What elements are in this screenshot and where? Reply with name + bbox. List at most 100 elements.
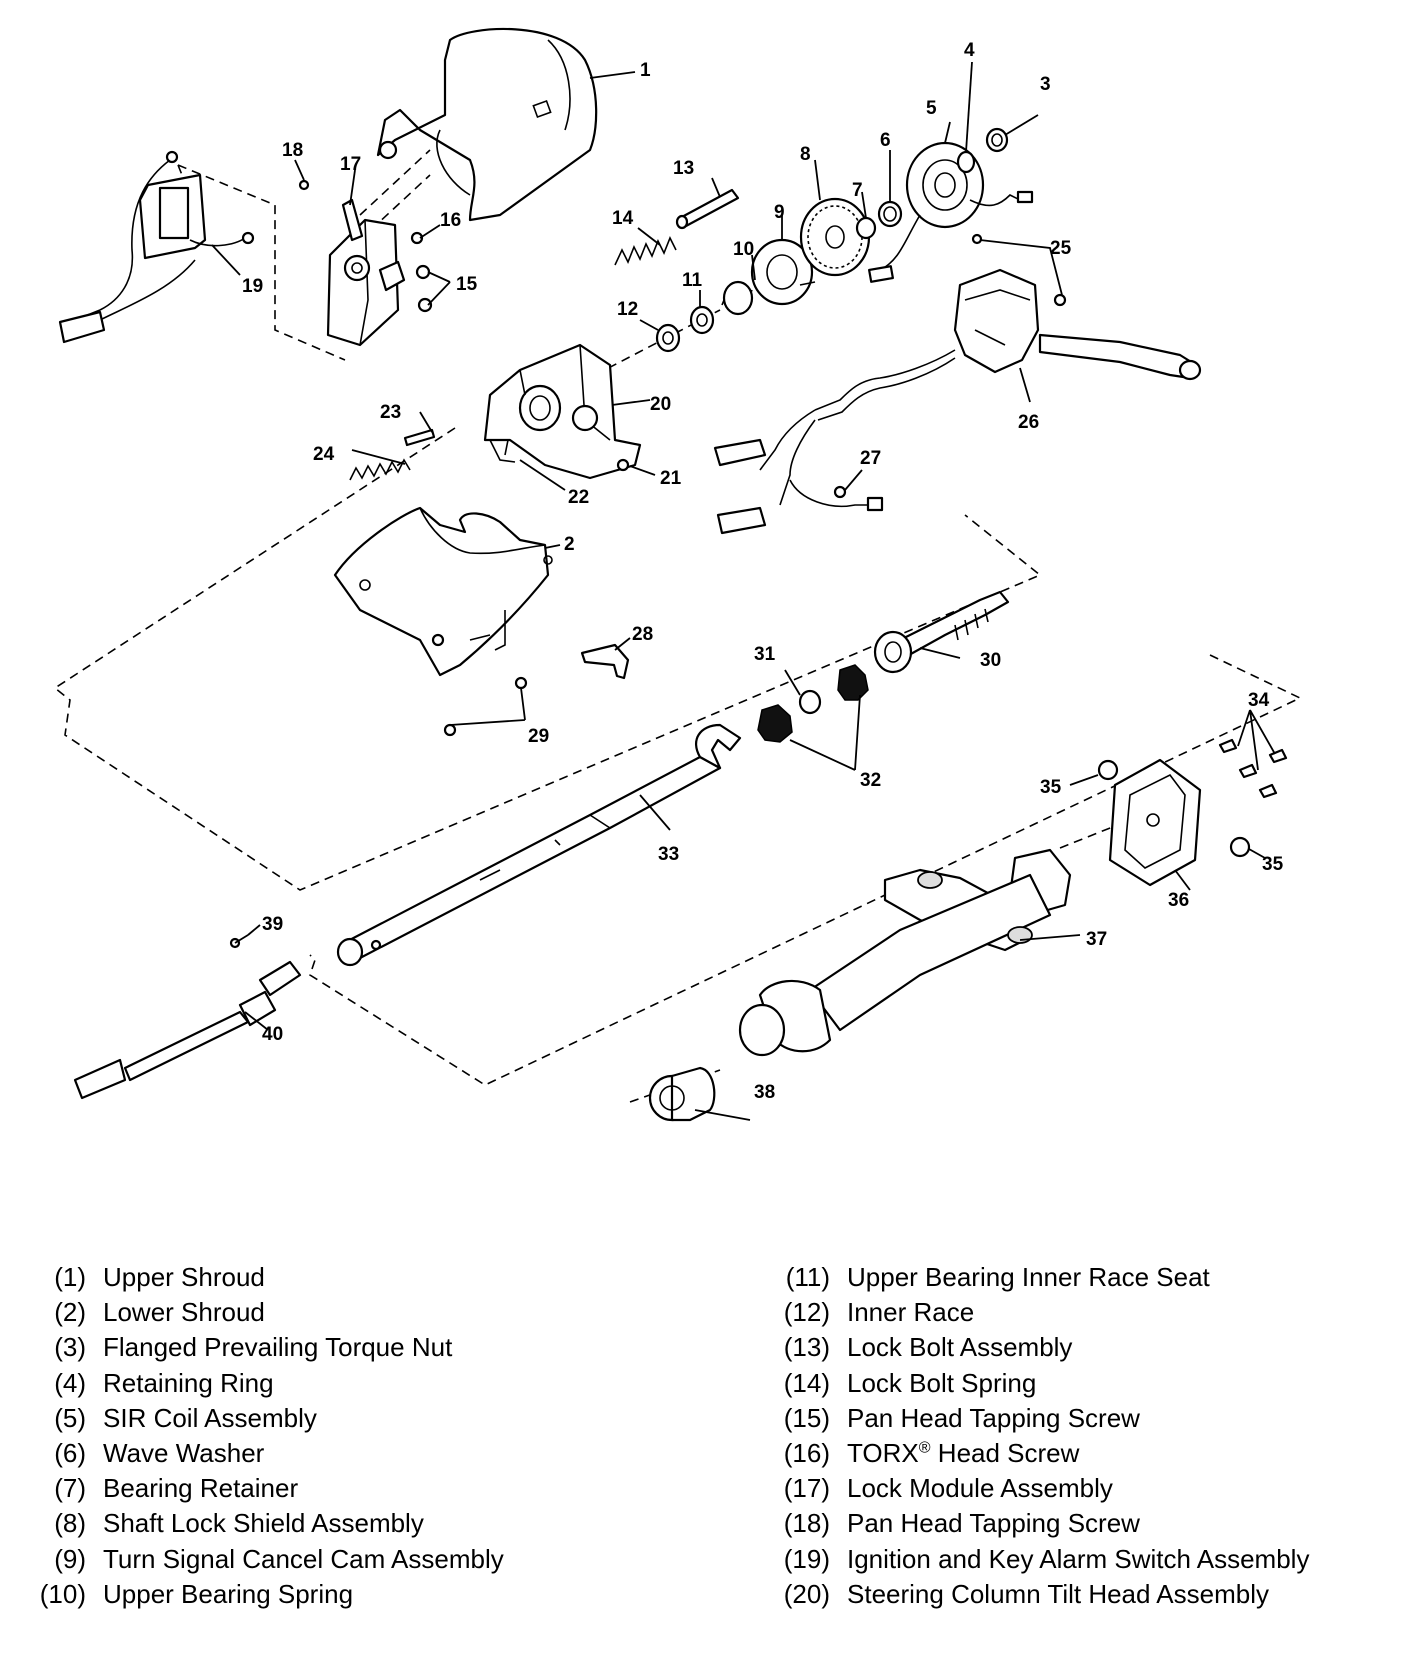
upper-switch-outline <box>177 164 346 361</box>
legend-number: (14) <box>783 1367 830 1398</box>
legend-number: (12) <box>783 1297 830 1328</box>
legend-name: Pan Head Tapping Screw <box>847 1508 1140 1539</box>
lower-shaft-part <box>336 723 742 967</box>
intermediate-shaft-part <box>73 934 302 1100</box>
legend-number: (9) <box>54 1543 86 1574</box>
legend-name: Retaining Ring <box>103 1367 274 1398</box>
legend-item: (15)Pan Head Tapping Screw <box>762 1403 1402 1438</box>
legend-name: Inner Race <box>847 1297 975 1328</box>
legend-name: Wave Washer <box>103 1437 265 1468</box>
bearing-stack-part <box>655 280 754 353</box>
legend-name: Bearing Retainer <box>103 1473 299 1504</box>
upper-shaft-part <box>873 590 1010 674</box>
legend-number: (15) <box>783 1402 830 1433</box>
callout-16: 16 <box>440 210 461 231</box>
callout-35-left: 35 <box>1040 777 1062 798</box>
legend-number: (3) <box>54 1332 86 1363</box>
retainer-washer-part <box>855 200 903 240</box>
callout-7: 7 <box>852 180 863 201</box>
callout-11: 11 <box>682 270 703 291</box>
legend-item: (13)Lock Bolt Assembly <box>762 1332 1402 1367</box>
shaft-lock-shield-part <box>799 197 871 277</box>
legend-item: (9)Turn Signal Cancel Cam Assembly <box>18 1544 718 1579</box>
legend-column-left: (1)Upper Shroud (2)Lower Shroud (3)Flang… <box>18 1262 718 1614</box>
callout-17: 17 <box>340 154 361 175</box>
lock-bolt-part <box>675 188 740 230</box>
tilt-head-part <box>483 343 642 480</box>
callout-26: 26 <box>1018 412 1039 433</box>
ring-nut-part <box>956 127 1009 174</box>
callout-5: 5 <box>926 98 937 119</box>
legend-name-torx: TORX <box>847 1437 919 1468</box>
ignition-switch-part <box>58 150 255 344</box>
column-outline <box>309 654 1302 1086</box>
callout-34: 34 <box>1248 690 1270 711</box>
legend-item: (19) Ignition and Key Alarm Switch Assemb… <box>762 1544 1402 1579</box>
bearing-sleeve-part <box>648 1066 716 1122</box>
legend-number: (10) <box>39 1578 86 1609</box>
screws-29 <box>443 676 528 737</box>
legend-number: (8) <box>54 1508 86 1539</box>
callout-labels: 1 2 3 4 5 6 7 8 9 10 11 12 13 14 15 16 1… <box>242 40 1284 1103</box>
callout-10: 10 <box>733 239 754 260</box>
tilt-pin-spring-part <box>349 428 630 481</box>
legend-item: (4)Retaining Ring <box>18 1368 718 1403</box>
callout-8: 8 <box>800 144 811 165</box>
legend-name: TORX® Head Screw <box>847 1438 1079 1469</box>
callout-38: 38 <box>754 1082 775 1103</box>
legend-item: (20)Steering Column Tilt Head Assembly <box>762 1579 1402 1614</box>
callout-29: 29 <box>528 726 549 747</box>
callout-19: 19 <box>242 276 263 297</box>
callout-35-right: 35 <box>1262 854 1284 875</box>
legend-name: Upper Shroud <box>103 1262 265 1292</box>
legend-item: (8)Shaft Lock Shield Assembly <box>18 1508 718 1543</box>
centering-spheres-part <box>757 664 869 743</box>
callout-24: 24 <box>313 444 335 465</box>
callout-1: 1 <box>640 60 651 81</box>
axis-line-1 <box>594 309 721 376</box>
callout-23: 23 <box>380 402 401 423</box>
legend-name: Flanged Prevailing Torque Nut <box>103 1332 453 1363</box>
callout-18: 18 <box>282 140 303 161</box>
callout-37: 37 <box>1086 929 1107 950</box>
legend-item: (18)Pan Head Tapping Screw <box>762 1508 1402 1543</box>
callout-6: 6 <box>880 130 891 151</box>
legend-name-suffix: Head Screw <box>930 1437 1080 1468</box>
callout-25: 25 <box>1050 238 1072 259</box>
callout-39: 39 <box>262 914 283 935</box>
legend-name: Upper Bearing Spring <box>103 1578 354 1609</box>
callout-40: 40 <box>262 1024 283 1045</box>
legend-item: (6) Wave Washer <box>18 1438 718 1473</box>
legend-number: (19) <box>783 1543 830 1574</box>
callout-30: 30 <box>980 650 1001 671</box>
callout-14: 14 <box>612 208 634 229</box>
column-jacket-part <box>738 848 1072 1057</box>
legend-item: (17)Lock Module Assembly <box>762 1473 1402 1508</box>
callout-20: 20 <box>650 394 671 415</box>
legend-item: (7) Bearing Retainer <box>18 1473 718 1508</box>
tilt-lever-part <box>580 643 630 680</box>
multifunction-switch-part <box>713 233 1202 535</box>
callout-36: 36 <box>1168 890 1189 911</box>
legend-number: (20) <box>783 1578 830 1609</box>
callout-13: 13 <box>673 158 694 179</box>
callout-4: 4 <box>964 40 975 61</box>
legend-name: Ignition and Key Alarm Switch Assembly <box>847 1543 1310 1574</box>
legend-item: (11)Upper Bearing Inner Race Seat <box>762 1262 1402 1297</box>
legend-number: (17) <box>783 1473 830 1504</box>
legend-number: (16) <box>783 1437 830 1468</box>
callout-21: 21 <box>660 468 682 489</box>
registered-mark: ® <box>918 1439 931 1457</box>
legend-name: Upper Bearing Inner Race Seat <box>847 1262 1210 1292</box>
legend-number: (7) <box>54 1473 86 1504</box>
callout-12: 12 <box>617 299 638 320</box>
callout-22: 22 <box>568 487 589 508</box>
legend-number: (1) <box>54 1262 86 1292</box>
legend-name: Lock Bolt Spring <box>847 1367 1037 1398</box>
leader-lines <box>211 61 1276 1121</box>
callout-9: 9 <box>774 202 785 223</box>
legend-column-right: (11)Upper Bearing Inner Race Seat (12) In… <box>762 1262 1402 1614</box>
legend-number: (6) <box>54 1437 86 1468</box>
upper-shroud-part <box>376 27 598 222</box>
legend-number: (13) <box>783 1332 830 1363</box>
